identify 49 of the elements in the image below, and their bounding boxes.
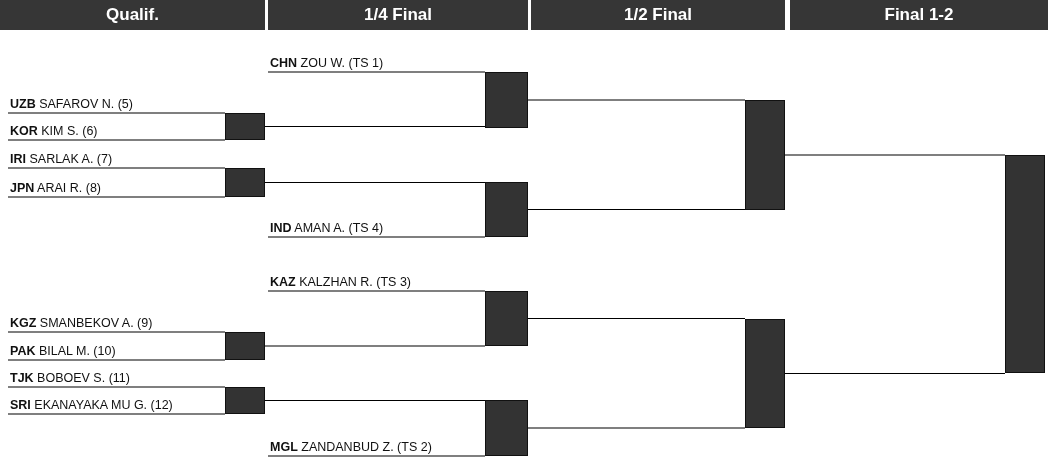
bracket-line — [264, 399, 486, 402]
column-header: 1/4 Final — [268, 0, 528, 30]
bracket-line — [267, 455, 486, 457]
bracket-line — [267, 236, 486, 238]
match-box — [1005, 155, 1045, 373]
match-box — [225, 168, 265, 197]
match-box — [225, 113, 265, 140]
player-entry: PAK BILAL M. (10) — [8, 343, 225, 359]
match-box — [745, 100, 785, 210]
bracket-line — [527, 208, 746, 211]
column-header: Qualif. — [0, 0, 265, 30]
bracket-line — [527, 317, 746, 320]
bracket-line — [7, 359, 226, 361]
bracket-line — [7, 331, 226, 333]
bracket-line — [264, 125, 486, 128]
bracket-line — [267, 290, 486, 292]
bracket-line — [784, 372, 1006, 375]
match-box — [485, 400, 528, 456]
player-entry: JPN ARAI R. (8) — [8, 180, 225, 196]
bracket-line — [7, 112, 226, 114]
match-box — [485, 72, 528, 128]
player-entry: KGZ SMANBEKOV A. (9) — [8, 315, 225, 331]
player-entry: KAZ KALZHAN R. (TS 3) — [268, 274, 485, 290]
bracket-line — [784, 154, 1006, 156]
bracket-line — [7, 196, 226, 198]
match-box — [225, 387, 265, 414]
bracket-line — [264, 181, 486, 184]
match-box — [225, 332, 265, 360]
bracket-line — [7, 167, 226, 169]
player-entry: IND AMAN A. (TS 4) — [268, 220, 485, 236]
bracket-line — [527, 427, 746, 429]
bracket-line — [267, 71, 486, 73]
player-entry: SRI EKANAYAKA MU G. (12) — [8, 397, 225, 413]
match-box — [485, 182, 528, 237]
bracket-line — [7, 413, 226, 415]
player-entry: CHN ZOU W. (TS 1) — [268, 55, 485, 71]
bracket-line — [264, 345, 486, 347]
bracket-line — [527, 99, 746, 101]
match-box — [485, 291, 528, 346]
player-entry: MGL ZANDANBUD Z. (TS 2) — [268, 439, 485, 455]
match-box — [745, 319, 785, 428]
column-header: 1/2 Final — [531, 0, 785, 30]
player-entry: KOR KIM S. (6) — [8, 123, 225, 139]
player-entry: UZB SAFAROV N. (5) — [8, 96, 225, 112]
bracket-line — [7, 139, 226, 141]
bracket-line — [7, 386, 226, 388]
player-entry: TJK BOBOEV S. (11) — [8, 370, 225, 386]
player-entry: IRI SARLAK A. (7) — [8, 151, 225, 167]
column-header: Final 1-2 — [790, 0, 1048, 30]
